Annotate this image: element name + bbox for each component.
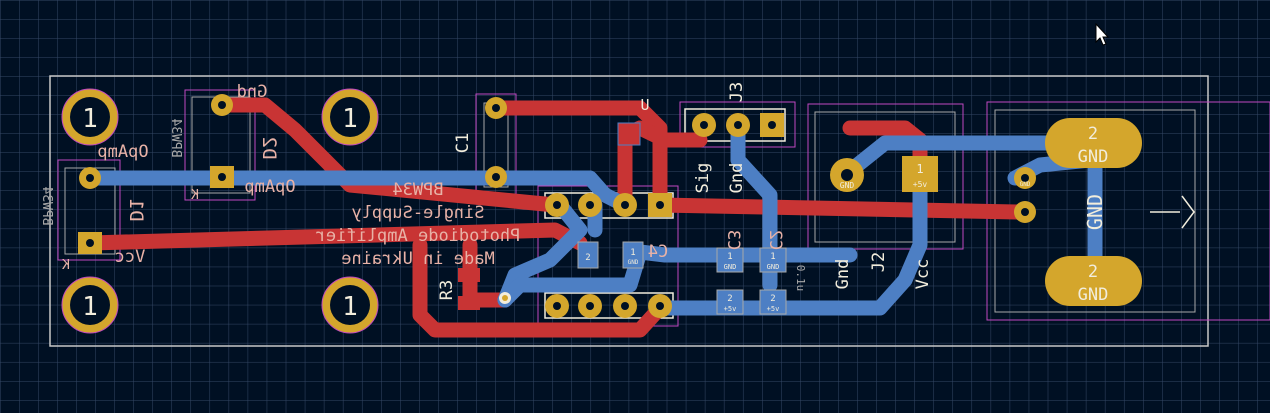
silk-line-2: Single-Supply	[351, 203, 484, 223]
svg-text:1: 1	[82, 292, 98, 322]
pad-j3-3	[760, 113, 784, 137]
label-c2: C2	[765, 230, 785, 250]
svg-text:1: 1	[342, 292, 358, 322]
svg-text:GND: GND	[628, 259, 639, 266]
silk-line-1: BPW34	[392, 180, 443, 200]
mounting-hole-top-center: 1	[321, 88, 379, 146]
back-silkscreen: Gnd OpAmp OpAmp D2 D1 Vcc K K BPW34 BPW3…	[39, 82, 807, 291]
label-d1: D1	[125, 199, 147, 222]
label-c1: C1	[453, 133, 473, 153]
pad-j3-2	[726, 113, 750, 137]
svg-text:2: 2	[727, 294, 732, 304]
gnd-pads[interactable]: 2 GND 2 GND GND	[1045, 118, 1142, 306]
pad-d1-2	[78, 232, 102, 254]
svg-text:+5v: +5v	[724, 305, 737, 313]
pad-u-6	[578, 294, 602, 318]
smd-r3-pad-2	[458, 296, 480, 310]
pad-d2-2	[210, 166, 234, 188]
label-j2-vcc: Vcc	[913, 259, 933, 290]
pad-c1-2	[485, 166, 507, 188]
svg-text:1: 1	[770, 252, 775, 262]
smd-c2-pad-1: 1 GND	[759, 247, 787, 273]
svg-text:+5v: +5v	[767, 305, 780, 313]
smd-c3-pad-2: 2 +5v	[716, 289, 744, 315]
label-bpw34-d1-vertical: BPW34	[39, 186, 54, 225]
mouse-cursor-icon	[1095, 22, 1110, 46]
label-j2-gnd: Gnd	[833, 259, 853, 290]
mounting-hole-bottom-center: 1	[321, 276, 379, 334]
label-sig: Sig	[693, 163, 713, 194]
pad-u-7	[613, 294, 637, 318]
smd-c2-pad-2: 2 +5v	[759, 289, 787, 315]
label-c3: C3	[723, 230, 743, 250]
label-opamp-right: OpAmp	[244, 177, 295, 197]
front-silkscreen: C1 R3 U J3 Sig Gnd Gnd J2 Vcc	[437, 82, 933, 300]
label-k-d1: K	[62, 258, 70, 273]
pad-j2-2: 1 +5v	[902, 156, 938, 192]
label-k-d2: K	[191, 188, 199, 203]
label-d2: D2	[258, 137, 280, 160]
mounting-hole-bottom-left: 1	[61, 276, 119, 334]
label-j2: J2	[869, 252, 889, 272]
silk-line-3: Photodiode Amplifier	[316, 226, 521, 246]
label-bpw34-d2-vertical: BPW34	[168, 118, 183, 157]
label-j3: J3	[727, 82, 747, 102]
pad-u-5	[545, 294, 569, 318]
pad-gnd-small: GND	[1014, 167, 1036, 189]
smd-r3-pad-1	[458, 268, 480, 282]
svg-text:1: 1	[916, 162, 923, 176]
mounting-holes: 1 1 1 1	[61, 88, 379, 334]
svg-text:1: 1	[342, 104, 358, 134]
svg-text:2: 2	[770, 294, 775, 304]
label-gnd-j3: Gnd	[727, 163, 747, 194]
svg-text:GND: GND	[1078, 285, 1109, 305]
label-vcc-left: Vcc	[115, 247, 146, 267]
pad-sig-small	[1014, 201, 1036, 223]
smd-c3-pad-1: 1 GND	[716, 247, 744, 273]
label-opamp-left: OpAmp	[97, 142, 148, 162]
label-c4: C4	[648, 242, 668, 262]
gnd-pad-top	[1045, 118, 1142, 168]
svg-text:2: 2	[1088, 262, 1098, 282]
smd-c4-pad	[617, 122, 641, 146]
mounting-hole-top-left: 1	[61, 88, 119, 146]
via	[499, 292, 511, 304]
smd-r-pad-2: 1 GND	[622, 241, 644, 269]
svg-text:GND: GND	[767, 263, 780, 271]
pad-u-3	[578, 193, 602, 217]
pad-u-2	[613, 193, 637, 217]
gnd-pad-bottom	[1045, 256, 1142, 306]
svg-text:GND: GND	[1078, 147, 1109, 167]
svg-text:GND: GND	[724, 263, 737, 271]
svg-text:1: 1	[727, 252, 732, 262]
pad-j3-1	[692, 113, 716, 137]
pad-d1-1	[79, 167, 101, 189]
through-hole-pads[interactable]: GND 1 +5v GND	[78, 94, 1036, 318]
pad-u-8	[648, 294, 672, 318]
silk-text-block: BPW34 Single-Supply Photodiode Amplifier…	[316, 180, 521, 269]
svg-text:1: 1	[630, 248, 635, 258]
pad-j2-1: GND	[830, 158, 864, 192]
gnd-vertical-label: GND	[1083, 194, 1107, 230]
svg-text:1: 1	[82, 104, 98, 134]
label-small-fraction: 0.1u	[794, 265, 807, 292]
svg-text:GND: GND	[840, 181, 855, 190]
label-r3: R3	[437, 280, 457, 300]
pad-u-1	[648, 193, 672, 217]
smd-r-pad-1: 2	[577, 241, 599, 269]
svg-text:2: 2	[585, 253, 590, 263]
svg-text:2: 2	[1088, 124, 1098, 144]
svg-text:+5v: +5v	[913, 180, 928, 189]
silk-line-4: Made in Ukraine	[341, 249, 495, 269]
pad-u-4	[545, 193, 569, 217]
board-outline	[49, 75, 1209, 347]
smd-pads[interactable]: 2 1 GND 1 GND 2 +5v 1 GND 2 +5v	[458, 122, 787, 315]
label-gnd-top: Gnd	[237, 82, 268, 102]
label-ref-u: U	[640, 96, 649, 114]
pad-c1-1	[485, 97, 507, 119]
pad-d2-1	[211, 94, 233, 116]
svg-text:GND: GND	[1020, 181, 1031, 188]
